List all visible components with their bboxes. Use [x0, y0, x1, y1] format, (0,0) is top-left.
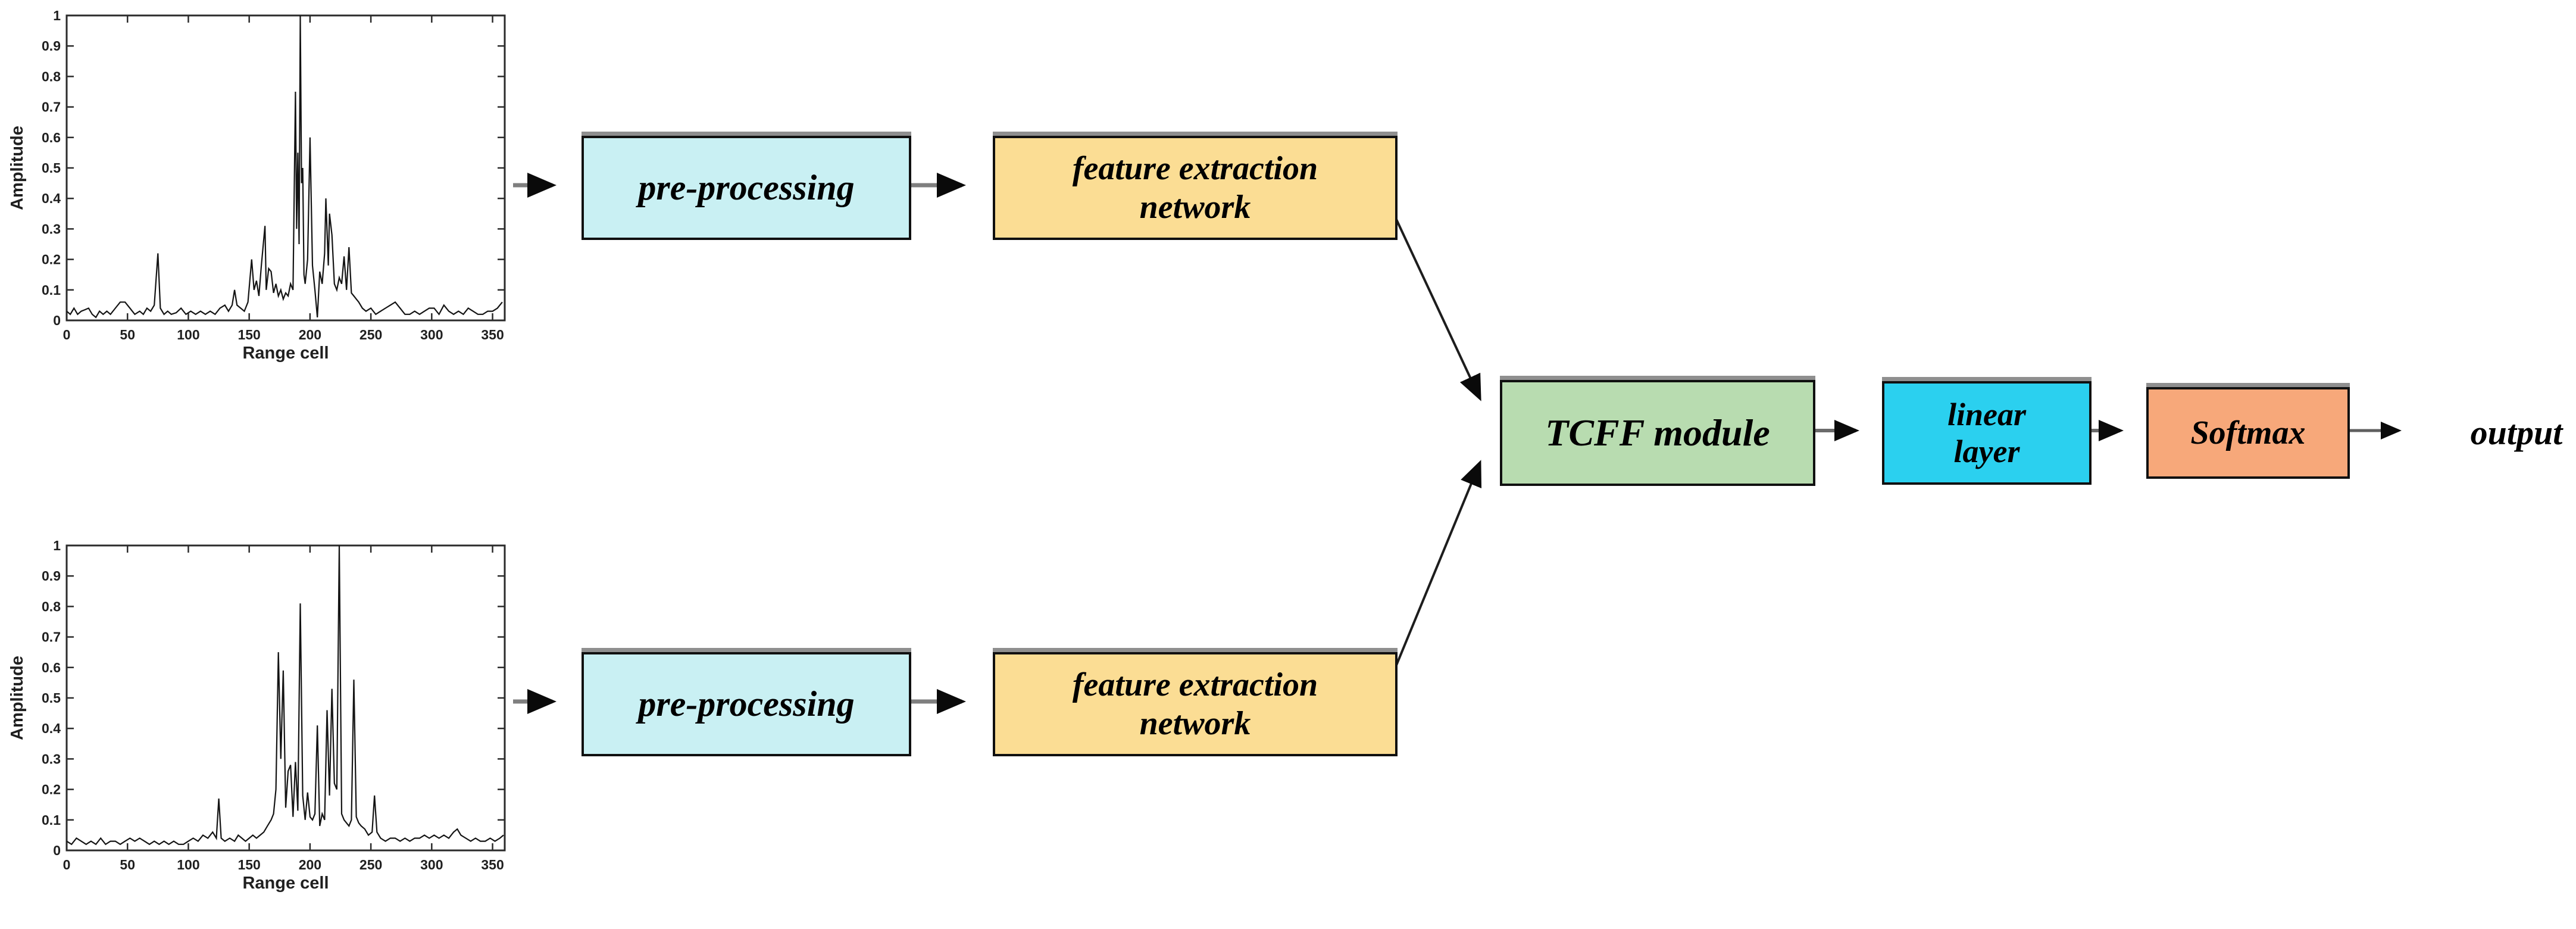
svg-text:1: 1	[53, 8, 61, 23]
hrrp-chart-svg-1: 0 50 100 150 200 250 300 350 0 0.1 0.2 0.3 0.4 0.5 0.6…	[8, 8, 506, 362]
svg-text:0.3: 0.3	[42, 751, 61, 766]
svg-text:0.7: 0.7	[42, 99, 61, 115]
box-feature-extraction-2-label: feature extraction network	[1072, 666, 1318, 742]
svg-text:0: 0	[53, 843, 61, 858]
svg-text:100: 100	[177, 857, 199, 872]
svg-text:1: 1	[53, 538, 61, 553]
svg-text:0.2: 0.2	[42, 252, 61, 267]
svg-text:0: 0	[63, 857, 71, 872]
box-feature-extraction-2: feature extraction network	[993, 652, 1398, 756]
svg-text:0.4: 0.4	[42, 721, 61, 736]
svg-text:0.8: 0.8	[42, 598, 61, 614]
box-feature-extraction-1-label: feature extraction network	[1072, 150, 1318, 226]
svg-text:0.3: 0.3	[42, 221, 61, 236]
svg-text:Amplitude: Amplitude	[8, 126, 27, 210]
svg-text:Range cell: Range cell	[242, 874, 329, 892]
svg-text:200: 200	[299, 327, 321, 342]
svg-text:150: 150	[237, 327, 260, 342]
svg-text:300: 300	[420, 857, 443, 872]
box-preprocessing-1: pre-processing	[582, 136, 911, 240]
svg-text:200: 200	[299, 857, 321, 872]
box-preprocessing-1-label: pre-processing	[638, 168, 855, 207]
svg-text:Range cell: Range cell	[242, 344, 329, 362]
box-tcff-module: TCFF module	[1500, 380, 1815, 486]
svg-text:350: 350	[481, 857, 504, 872]
arrow-feature2-to-tcff	[1394, 460, 1482, 669]
svg-text:0.1: 0.1	[42, 812, 61, 828]
svg-text:0.8: 0.8	[42, 68, 61, 84]
svg-text:250: 250	[359, 857, 382, 872]
svg-text:0.7: 0.7	[42, 629, 61, 645]
box-softmax-label: Softmax	[2190, 414, 2306, 451]
svg-text:Amplitude: Amplitude	[8, 656, 27, 740]
svg-text:0.4: 0.4	[42, 191, 61, 206]
output-label-text: output	[2470, 413, 2563, 452]
svg-text:0.6: 0.6	[42, 130, 61, 145]
box-feature-extraction-1: feature extraction network	[993, 136, 1398, 240]
hrrp-plot-2: 0 50 100 150 200 250 300 350 0 0.1 0.2 0.3 0.4 0.5 0.6…	[5, 535, 511, 892]
svg-text:250: 250	[359, 327, 382, 342]
svg-text:0: 0	[53, 313, 61, 328]
svg-text:0: 0	[63, 327, 71, 342]
svg-text:0.2: 0.2	[42, 782, 61, 797]
box-preprocessing-2-label: pre-processing	[638, 684, 855, 724]
hrrp-plot-1: 0 50 100 150 200 250 300 350 0 0.1 0.2 0.3 0.4 0.5 0.6…	[5, 5, 511, 362]
hrrp-chart-svg-2: 0 50 100 150 200 250 300 350 0 0.1 0.2 0.3 0.4 0.5 0.6…	[8, 538, 506, 892]
box-softmax: Softmax	[2146, 387, 2350, 479]
svg-text:50: 50	[120, 857, 135, 872]
svg-text:50: 50	[120, 327, 135, 342]
svg-text:0.9: 0.9	[42, 568, 61, 584]
box-tcff-module-label: TCFF module	[1545, 411, 1770, 454]
svg-text:0.9: 0.9	[42, 38, 61, 54]
svg-text:0.5: 0.5	[42, 690, 61, 706]
box-linear-layer: linear layer	[1882, 381, 2092, 485]
svg-text:300: 300	[420, 327, 443, 342]
output-label: output	[2457, 409, 2576, 456]
box-linear-layer-label: linear layer	[1947, 396, 2027, 469]
svg-text:0.6: 0.6	[42, 660, 61, 675]
svg-text:0.5: 0.5	[42, 160, 61, 176]
svg-text:350: 350	[481, 327, 504, 342]
svg-text:100: 100	[177, 327, 199, 342]
svg-text:150: 150	[237, 857, 260, 872]
box-preprocessing-2: pre-processing	[582, 652, 911, 756]
arrow-feature1-to-tcff	[1394, 216, 1481, 401]
svg-text:0.1: 0.1	[42, 282, 61, 298]
